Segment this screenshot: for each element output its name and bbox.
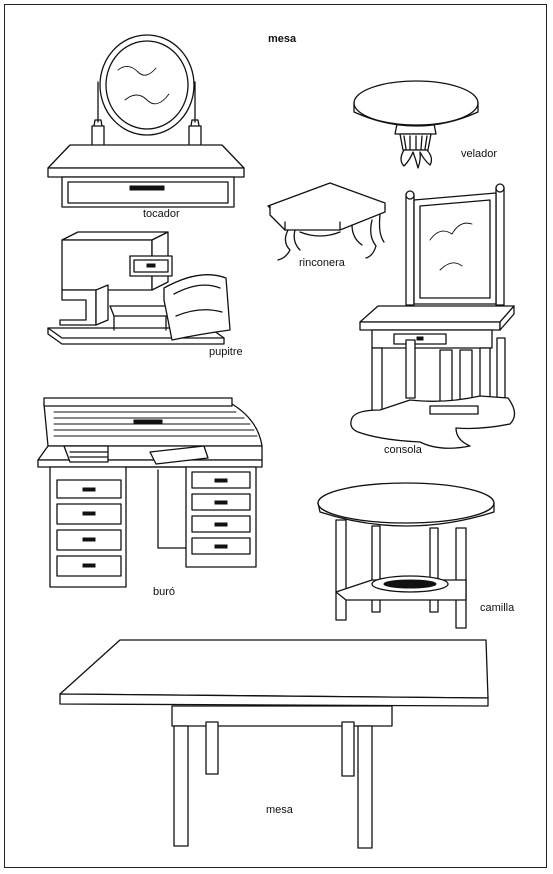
velador-drawing xyxy=(354,81,478,168)
pupitre-drawing xyxy=(48,232,230,344)
consola-drawing xyxy=(351,184,515,448)
label-buro: buró xyxy=(153,586,176,598)
page-title: mesa xyxy=(268,33,297,45)
label-tocador: tocador xyxy=(143,208,180,220)
rinconera-drawing xyxy=(268,183,385,260)
mesa-drawing xyxy=(60,640,488,848)
camilla-drawing xyxy=(318,483,494,628)
label-rinconera: rinconera xyxy=(299,257,345,269)
buro-drawing xyxy=(38,398,262,587)
label-camilla: camilla xyxy=(480,602,515,614)
label-pupitre: pupitre xyxy=(209,346,243,358)
label-consola: consola xyxy=(384,444,422,456)
label-mesa: mesa xyxy=(266,804,293,816)
tocador-drawing xyxy=(48,35,244,207)
illustration-frame xyxy=(4,4,547,868)
label-velador: velador xyxy=(461,148,498,160)
